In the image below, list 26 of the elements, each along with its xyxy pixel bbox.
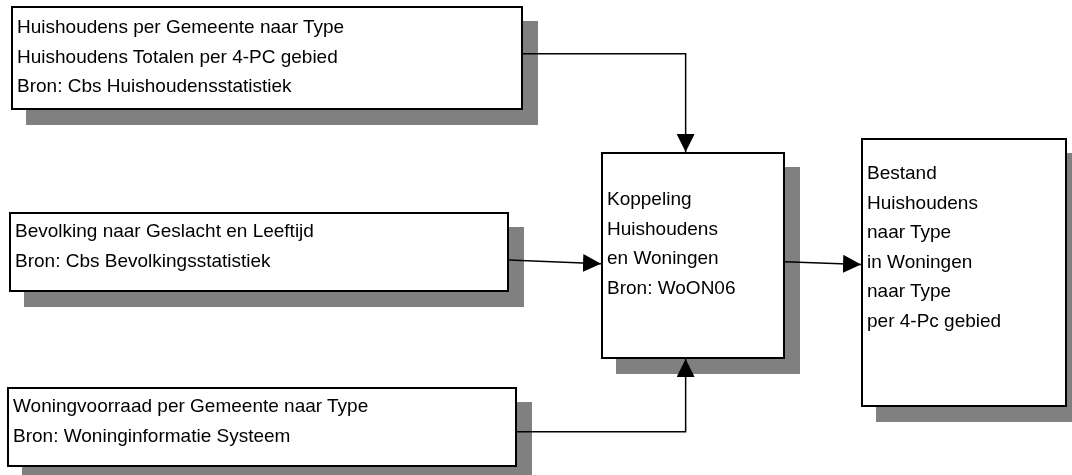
process-box bbox=[7, 387, 517, 467]
process-box bbox=[601, 152, 785, 359]
box-text: en Woningen bbox=[607, 246, 720, 270]
box-text: Bestand bbox=[867, 161, 938, 185]
arrow bbox=[784, 254, 862, 273]
arrow bbox=[508, 254, 602, 273]
box-text: naar Type bbox=[867, 220, 953, 244]
box-text: Huishoudens bbox=[867, 190, 979, 215]
box-text: Huishoudens per Gemeente naar Type bbox=[17, 15, 346, 39]
box-text: per 4-Pc gebied bbox=[867, 308, 1003, 333]
process-box bbox=[861, 138, 1067, 407]
arrow bbox=[516, 358, 695, 433]
process-box bbox=[9, 212, 509, 292]
box-text: Koppeling bbox=[607, 187, 693, 211]
process-box bbox=[11, 6, 523, 110]
box-text: Bron: Woninginformatie Systeem bbox=[13, 423, 292, 448]
box-text: Bron: WoON06 bbox=[607, 275, 737, 300]
box-text: Bron: Cbs Bevolkingsstatistiek bbox=[15, 248, 272, 273]
arrow bbox=[522, 53, 695, 153]
box-text: in Woningen bbox=[867, 249, 974, 274]
box-text: Bevolking naar Geslacht en Leeftijd bbox=[15, 219, 315, 243]
box-text: Huishoudens bbox=[607, 216, 719, 241]
box-text: naar Type bbox=[867, 279, 953, 303]
box-text: Huishoudens Totalen per 4-PC gebied bbox=[17, 44, 339, 69]
box-text: Bron: Cbs Huishoudensstatistiek bbox=[17, 74, 293, 98]
box-text: Woningvoorraad per Gemeente naar Type bbox=[13, 394, 370, 418]
